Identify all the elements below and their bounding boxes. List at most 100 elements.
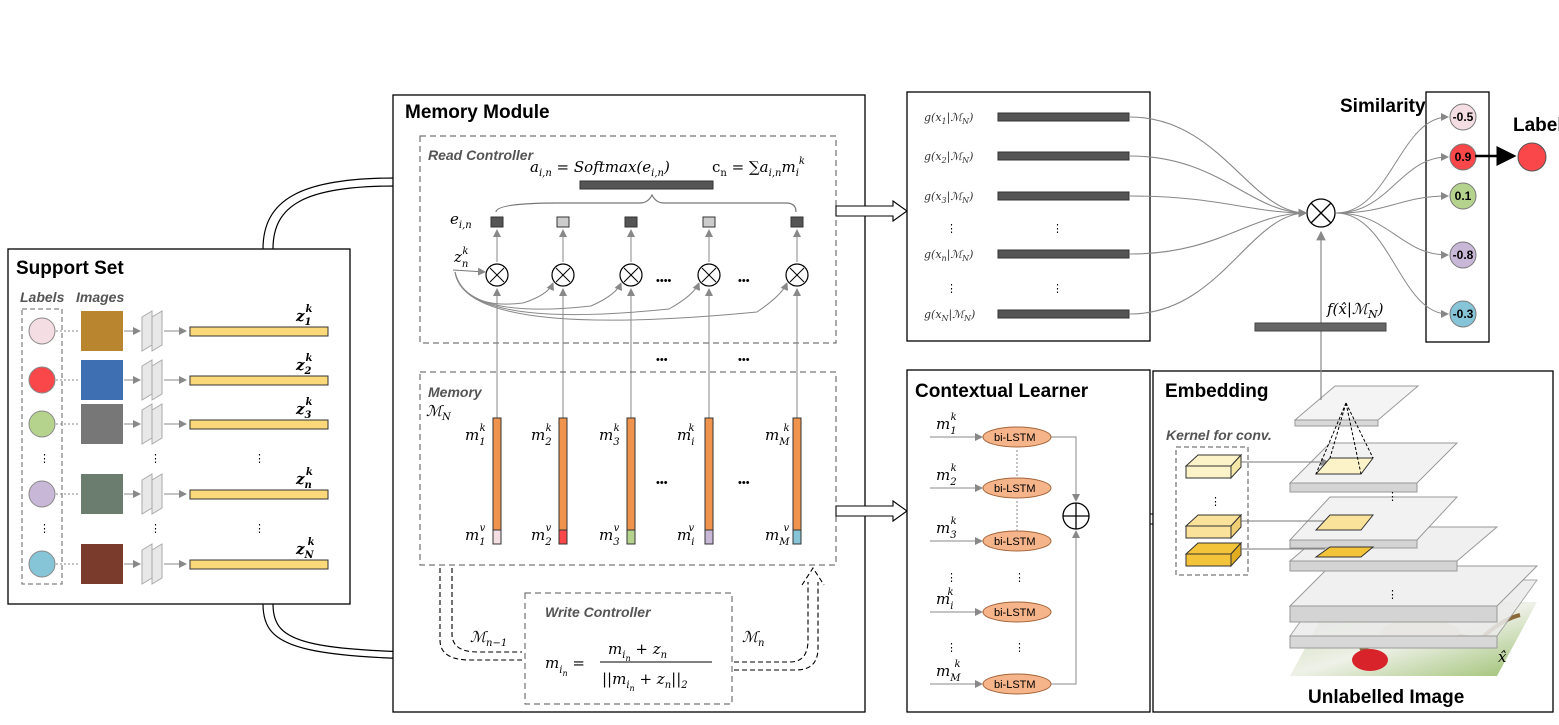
support-row: z3k <box>28 397 329 445</box>
z-label: z3k <box>295 397 313 421</box>
g-row: g(x3|ℳN) <box>924 190 1130 205</box>
svg-text:⋮: ⋮ <box>1052 283 1063 295</box>
g-bar <box>997 112 1130 122</box>
contextual-learner-panel: Contextual Learner m1kbi-LSTMm2kbi-LSTMm… <box>906 369 1151 713</box>
label-circle <box>28 317 56 345</box>
label-circle <box>28 480 56 508</box>
memory-set-label: ℳN <box>426 402 452 423</box>
key-memory <box>792 417 802 531</box>
read-column <box>485 216 509 418</box>
bi-lstm-label: bi-LSTM <box>994 679 1036 691</box>
svg-text:⋮: ⋮ <box>1052 223 1063 235</box>
bi-lstm-label: bi-LSTM <box>994 607 1036 619</box>
support-row: z2k <box>28 353 329 401</box>
lstm-input-label: m2k <box>936 463 957 488</box>
gap-dots-1: ••• <box>656 354 668 366</box>
svg-text:⋮: ⋮ <box>946 642 957 654</box>
similarity-value: 0.9 <box>1455 150 1472 164</box>
bi-lstm-node <box>982 477 1052 499</box>
support-image <box>81 404 123 444</box>
embedding-title: Embedding <box>1165 381 1268 402</box>
support-row: znk <box>28 467 329 515</box>
similarity-value: -0.5 <box>1453 110 1474 124</box>
memory-slot: m1k m1v <box>465 417 502 548</box>
read-controller-label: Read Controller <box>428 147 535 163</box>
g-label: g(xN|ℳN) <box>924 308 975 323</box>
images-header: Images <box>76 289 124 305</box>
bi-lstm-label: bi-LSTM <box>994 536 1036 548</box>
gap-dots-2: ••• <box>738 354 750 366</box>
g-label: g(xn|ℳN) <box>924 248 973 263</box>
z-label: z2k <box>295 353 313 377</box>
embedding-bar <box>189 489 329 500</box>
write-numerator: min + zn <box>608 640 667 663</box>
g-label: g(x2|ℳN) <box>924 150 973 165</box>
support-row: zNk <box>28 537 329 585</box>
label-title: Label <box>1513 115 1559 136</box>
mem-dots-1: ••• <box>656 477 668 489</box>
g-row: g(x1|ℳN) <box>924 111 1130 126</box>
mk-label: m3k <box>599 423 620 448</box>
key-memory <box>704 417 714 531</box>
similarity-title: Similarity <box>1340 96 1426 117</box>
lstm-cell: mMk bi-LSTM <box>930 530 1080 695</box>
similarity-value: -0.8 <box>1453 248 1474 262</box>
memory-module-panel: Memory Module Read Controller ai,n = Sof… <box>392 94 866 713</box>
svg-text:⋮: ⋮ <box>254 523 265 535</box>
labels-header: Labels <box>20 289 65 305</box>
mk-label: m1k <box>465 423 486 448</box>
zn-label: znk <box>453 246 468 270</box>
g-row: g(xN|ℳN) <box>924 308 1130 323</box>
g-to-node-line <box>1129 208 1308 255</box>
support-image <box>81 311 123 351</box>
lstm-input-label: mMk <box>936 659 961 684</box>
contextual-learner-title: Contextual Learner <box>915 381 1089 402</box>
g-label: g(x3|ℳN) <box>924 190 973 205</box>
e-score <box>556 216 570 228</box>
bi-lstm-label: bi-LSTM <box>994 432 1036 444</box>
mem-dots-2: ••• <box>738 477 750 489</box>
label-circle <box>28 410 56 438</box>
similarity-node: 0.1 <box>1335 182 1477 214</box>
value-memory <box>704 529 714 545</box>
svg-text:⋮: ⋮ <box>1210 496 1221 508</box>
f-output: f(x̂|ℳN) <box>1254 230 1387 400</box>
mv-label: m2v <box>531 523 552 548</box>
mk-label: mMk <box>765 423 790 448</box>
predicted-label-node <box>1517 142 1547 172</box>
mn-label: ℳn <box>742 628 765 649</box>
similarity-panel: Similarity -0.5 0.9 0.1 -0.8 -0.3 Label <box>1335 91 1559 343</box>
write-lhs: min = <box>545 654 585 678</box>
svg-text:⋮: ⋮ <box>254 453 265 465</box>
label-circle <box>28 550 56 578</box>
mv-label: m1v <box>465 523 486 548</box>
support-image <box>81 544 123 584</box>
similarity-node: -0.8 <box>1335 212 1477 269</box>
similarity-node: -0.5 <box>1335 103 1477 214</box>
write-controller-label: Write Controller <box>545 604 652 620</box>
similarity-value: -0.3 <box>1453 307 1474 321</box>
svg-text:⋮: ⋮ <box>1014 572 1025 584</box>
mv-label: miv <box>677 523 694 548</box>
svg-text:⋮: ⋮ <box>39 453 50 465</box>
svg-text:⋮: ⋮ <box>946 283 957 295</box>
g-bar <box>997 191 1130 201</box>
svg-text:⋮: ⋮ <box>150 453 161 465</box>
write-paths <box>439 566 825 671</box>
value-memory <box>792 529 802 545</box>
embedding-bar <box>189 559 329 570</box>
g-bar <box>997 309 1130 319</box>
key-memory <box>626 417 636 531</box>
svg-text:⋮: ⋮ <box>1014 642 1025 654</box>
label-circle <box>28 366 56 394</box>
support-set-panel: Support Set Labels Images z1kz2kz3kznkzN… <box>7 248 351 605</box>
lstm-input-label: mik <box>936 587 954 612</box>
e-score <box>702 216 716 228</box>
kernel-label: Kernel for conv. <box>1166 427 1272 443</box>
